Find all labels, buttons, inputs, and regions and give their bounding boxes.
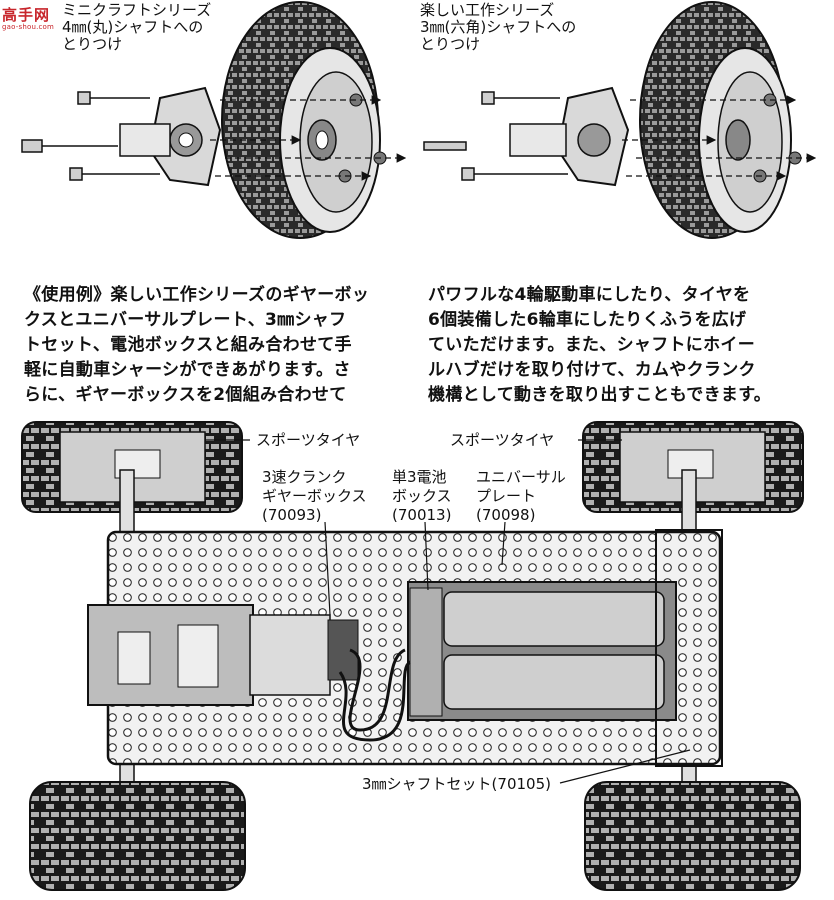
rear-right-wheel (584, 781, 801, 891)
top-right-title: 楽しい工作シリーズ 3㎜(六角)シャフトへの とりつけ (420, 2, 576, 53)
top-left-title: ミニクラフトシリーズ 4㎜(丸)シャフトへの とりつけ (62, 2, 211, 53)
shaft-bracket (655, 529, 723, 767)
rear-left-wheel (29, 781, 246, 891)
usage-line: ルハブだけを取り付けて、カムやクランク (428, 360, 756, 380)
chassis-illustration (21, 421, 804, 891)
tire-right-label: スポーツタイヤ (450, 431, 555, 449)
plate-label: ユニバーサル プレート (70098) (476, 468, 566, 525)
right-wheel-exploded (423, 1, 817, 239)
battery-box-label: 単3電池 ボックス (70013) (392, 468, 452, 525)
left-wheel-exploded (21, 1, 407, 239)
top-right-title-line: とりつけ (420, 35, 481, 53)
battery-box-label-line: ボックス (392, 487, 452, 505)
gearbox-label-line: ギヤーボックス (262, 487, 367, 505)
gearbox (87, 604, 359, 706)
wire (348, 648, 406, 732)
usage-line: トセット、電池ボックスと組み合わせて手 (24, 335, 352, 355)
usage-line: 《使用例》楽しい工作シリーズのギヤーボッ (24, 285, 370, 305)
plate-label-line: (70098) (476, 506, 536, 524)
usage-line: 機構として動きを取り出すこともできます。 (428, 385, 772, 405)
site-logo-text: 高手网 (2, 6, 51, 24)
top-right-title-line: 3㎜(六角)シャフトへの (420, 18, 577, 36)
battery-box-label-line: 単3電池 (392, 468, 447, 486)
usage-line: 軽に自動車シャーシができあがります。さ (24, 360, 351, 380)
usage-line: ていただけます。また、シャフトにホイー (428, 335, 755, 355)
site-logo-url: gao-shou.com (2, 23, 55, 31)
usage-text-right: パワフルな4輪駆動車にしたり、タイヤを 6個装備した6輪車にしたりくふうを広げ … (428, 283, 771, 408)
wire (338, 660, 412, 742)
top-left-title-line: ミニクラフトシリーズ (62, 1, 212, 19)
top-left-title-line: 4㎜(丸)シャフトへの (62, 18, 204, 36)
gearbox-label: 3速クランク ギヤーボックス (70093) (262, 468, 367, 525)
usage-line: パワフルな4輪駆動車にしたり、タイヤを (428, 285, 751, 305)
gearbox-label-line: 3速クランク (262, 468, 347, 486)
plate-label-line: ユニバーサル (476, 468, 566, 486)
gearbox-label-line: (70093) (262, 506, 322, 524)
tire-left-label: スポーツタイヤ (256, 431, 361, 449)
front-right-wheel (582, 421, 804, 513)
hub-assembly-illustrations (21, 1, 817, 239)
front-left-wheel (21, 421, 243, 513)
usage-line: クスとユニバーサルプレート、3㎜シャフ (24, 310, 347, 330)
top-right-title-line: 楽しい工作シリーズ (420, 1, 555, 19)
site-logo: 高手网 gao-shou.com (2, 4, 72, 31)
top-left-title-line: とりつけ (62, 35, 123, 53)
shaft-set-label: 3㎜シャフトセット(70105) (362, 775, 551, 793)
usage-line: 6個装備した6輪車にしたりくふうを広げ (428, 310, 747, 330)
usage-line: らに、ギヤーボックスを2個組み合わせて (24, 385, 347, 405)
usage-text-left: 《使用例》楽しい工作シリーズのギヤーボッ クスとユニバーサルプレート、3㎜シャフ… (24, 283, 369, 408)
battery-box (407, 581, 677, 721)
battery-box-label-line: (70013) (392, 506, 452, 524)
plate-label-line: プレート (476, 487, 537, 505)
